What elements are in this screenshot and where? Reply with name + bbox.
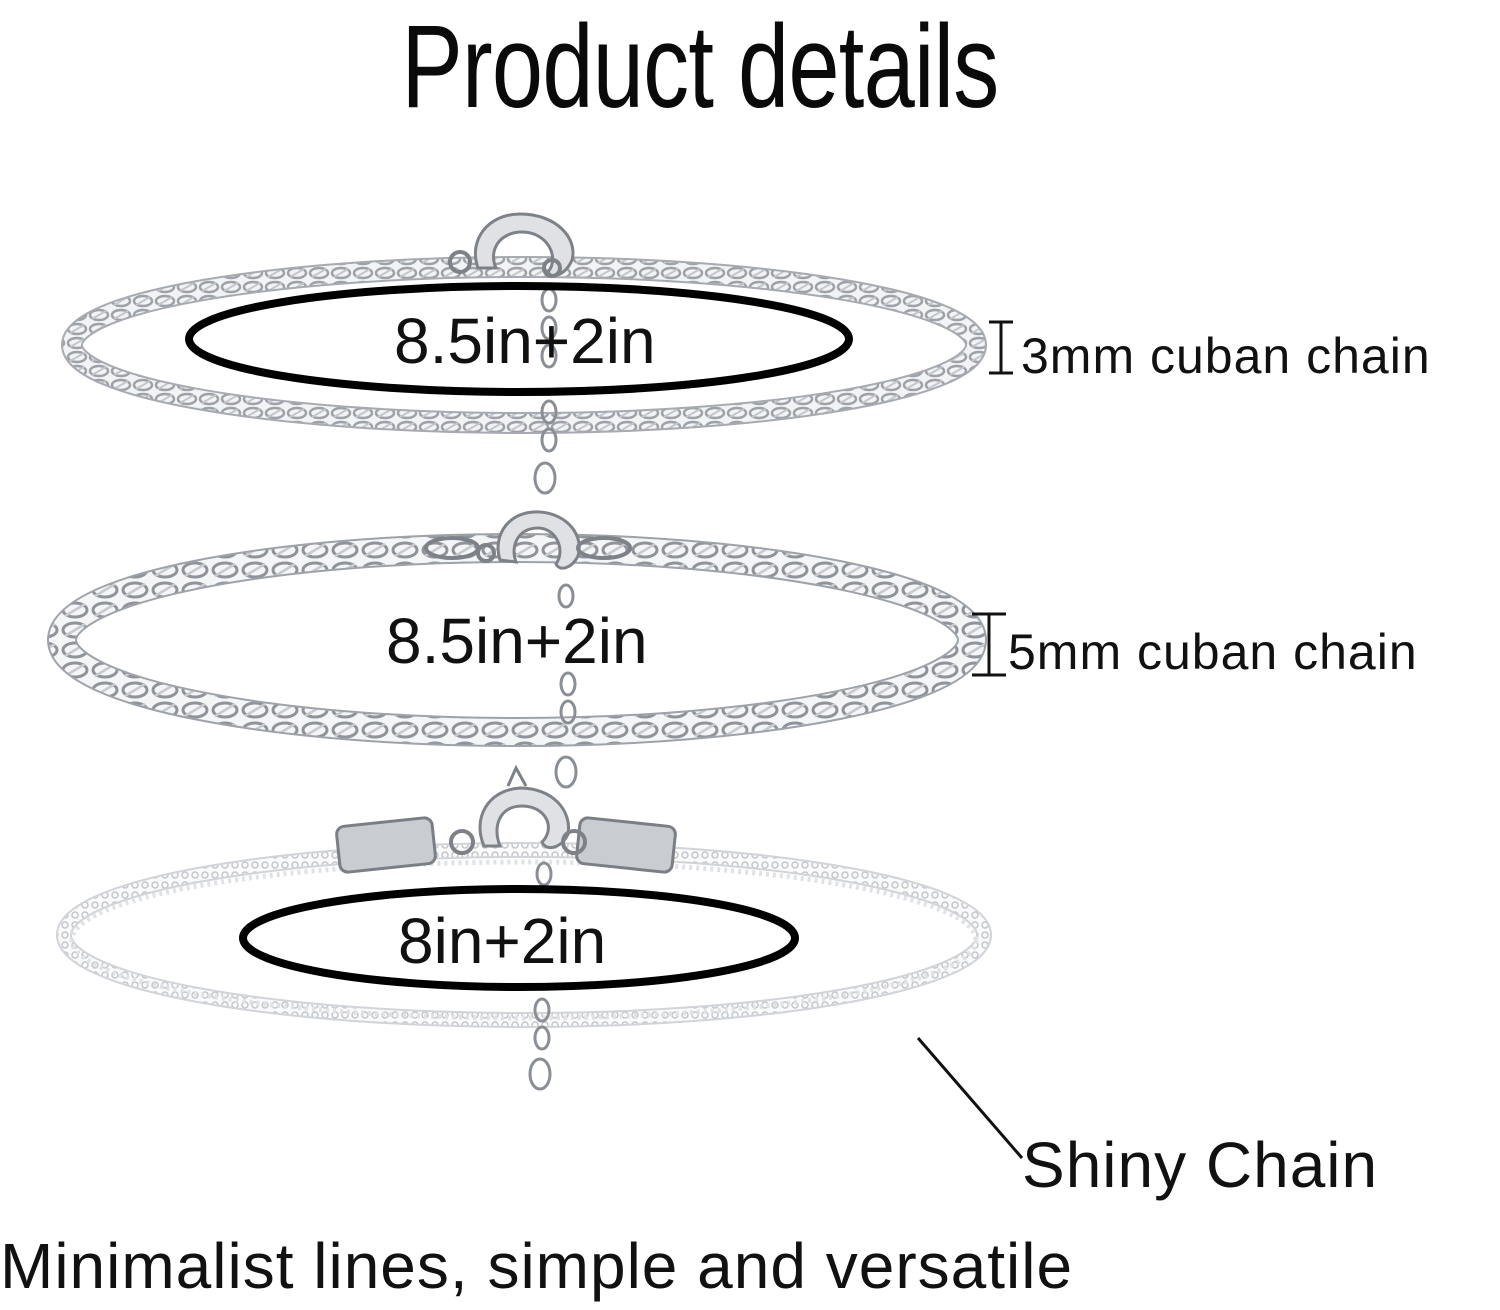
length-label-3: 8in+2in xyxy=(398,905,607,977)
chain-label-1: 3mm cuban chain xyxy=(1021,328,1431,384)
shiny-chain-pointer xyxy=(916,1037,1024,1159)
extender-chain-icon xyxy=(533,287,558,495)
size-indicator-icon xyxy=(989,320,1013,375)
tagline: Minimalist lines, simple and versatile xyxy=(0,1230,1074,1302)
chain-label-2: 5mm cuban chain xyxy=(1008,624,1418,680)
length-label-1: 8.5in+2in xyxy=(394,305,656,377)
size-indicator-icon xyxy=(972,612,1006,677)
bracelet-shiny-chain xyxy=(56,764,992,1091)
extender-chain-icon xyxy=(554,583,578,789)
length-label-2: 8.5in+2in xyxy=(386,605,648,677)
page-title: Product details xyxy=(401,1,999,133)
length-outline-1 xyxy=(185,282,853,396)
lobster-clasp-icon xyxy=(449,764,587,855)
bracelet-5mm-cuban xyxy=(47,510,987,789)
extender-chain-icon xyxy=(528,861,553,1091)
bracelet-3mm-cuban xyxy=(61,212,987,495)
chain-label-3: Shiny Chain xyxy=(1022,1129,1379,1201)
lobster-clasp-icon xyxy=(448,212,575,278)
length-outline-3 xyxy=(239,885,799,991)
lobster-clasp-icon xyxy=(424,510,632,570)
